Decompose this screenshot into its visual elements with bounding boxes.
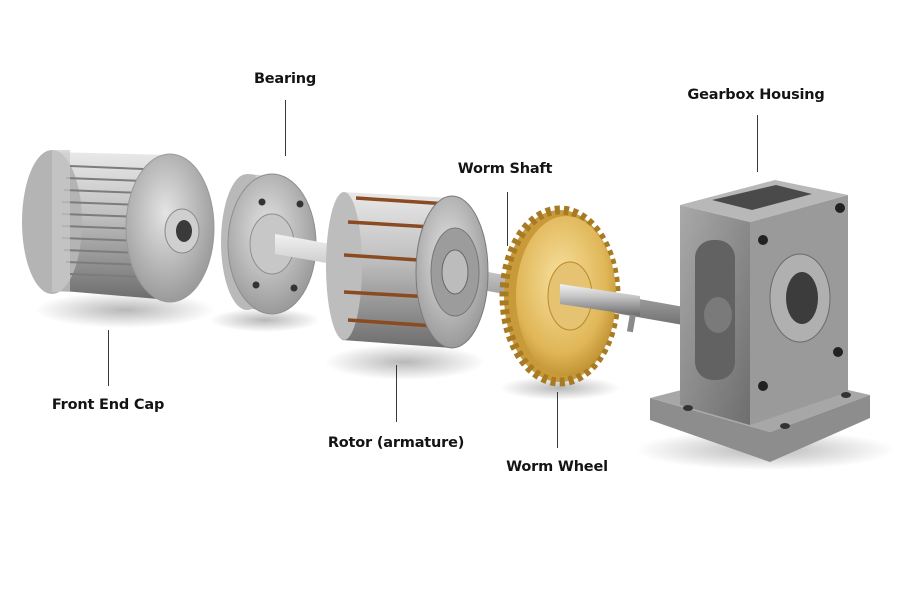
worm-wheel-part [499,205,640,387]
gearbox-housing-part [650,180,870,462]
gearbox-housing-leader-line [757,115,759,172]
worm-wheel-label: Worm Wheel [506,459,608,475]
bearing-part [221,173,317,315]
bearing-leader-line [285,100,287,156]
front-end-cap-part [22,150,215,303]
end-cap-shadow [35,292,215,328]
bearing-label: Bearing [253,71,317,87]
rotor-label: Rotor (armature) [327,435,465,451]
worm-shaft-label: Worm Shaft [457,161,553,177]
rotor-part [326,192,489,349]
rotor-leader-line [396,365,398,422]
gearbox-housing-label: Gearbox Housing [687,87,825,103]
worm-shaft-leader-line [507,192,509,246]
worm-wheel-leader-line [557,392,559,448]
front-end-cap-label: Front End Cap [51,397,165,413]
front-end-cap-leader-line [108,330,110,386]
